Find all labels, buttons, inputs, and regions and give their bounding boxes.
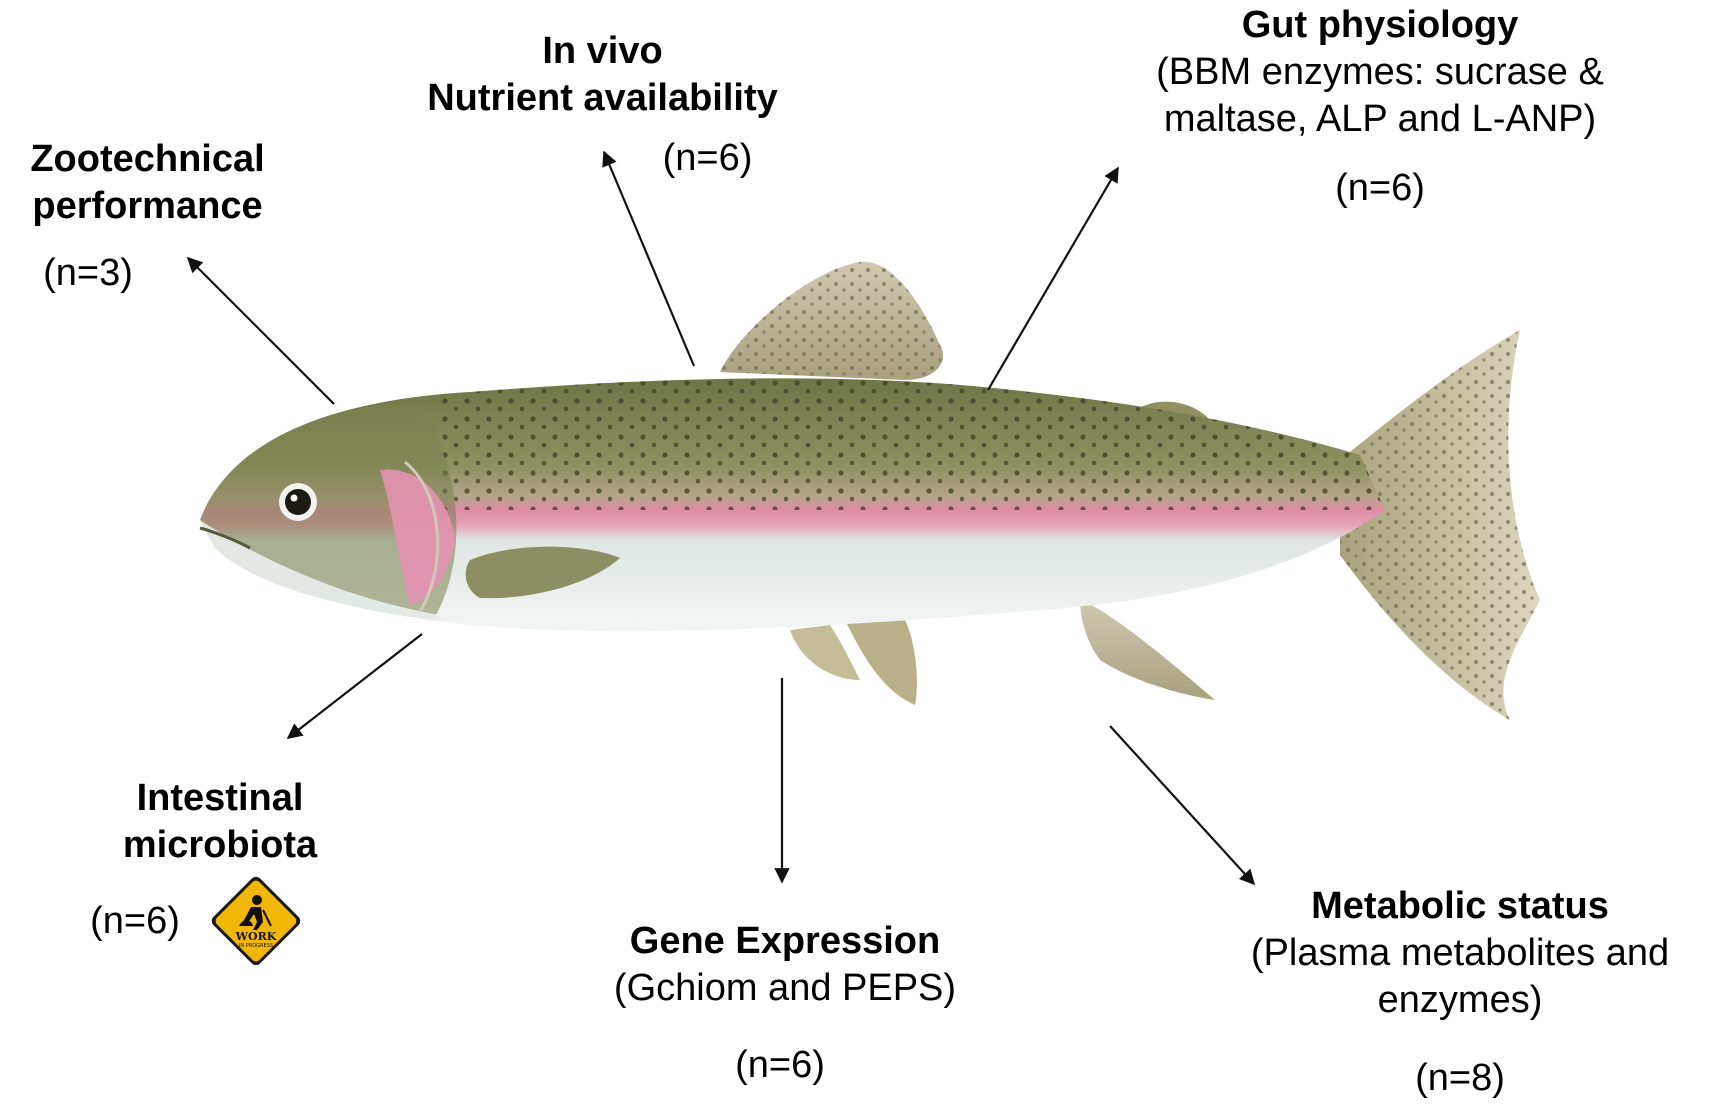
in-vivo-n: (n=6) (645, 135, 770, 182)
work-in-progress-sign-icon: WORK IN PROGRESS (205, 870, 307, 972)
sign-subtext: IN PROGRESS (205, 943, 307, 949)
label-zootechnical: Zootechnical performance (0, 136, 295, 230)
label-metabolic-status: Metabolic status (Plasma metabolites and… (1210, 883, 1710, 1024)
metabolic-n: (n=8) (1395, 1055, 1525, 1102)
zootechnical-n: (n=3) (28, 250, 148, 297)
label-intestinal-microbiota: Intestinal microbiota (100, 775, 340, 869)
intestinal-title-2: microbiota (100, 822, 340, 869)
metabolic-title: Metabolic status (1210, 883, 1710, 930)
arrow-intestinal-microbiota (288, 634, 422, 738)
in-vivo-title-2: Nutrient availability (390, 75, 815, 122)
gut-subtitle-1: (BBM enzymes: sucrase & (1080, 49, 1680, 96)
in-vivo-title-1: In vivo (390, 28, 815, 75)
gene-title: Gene Expression (565, 918, 1005, 965)
label-in-vivo: In vivo Nutrient availability (390, 28, 815, 122)
gut-title: Gut physiology (1080, 2, 1680, 49)
arrow-metabolic-status (1110, 726, 1254, 884)
gut-n: (n=6) (1310, 165, 1450, 212)
label-gut-physiology: Gut physiology (BBM enzymes: sucrase & m… (1080, 2, 1680, 143)
arrow-zootechnical (188, 258, 334, 404)
gene-subtitle: (Gchiom and PEPS) (565, 965, 1005, 1012)
metabolic-subtitle-2: enzymes) (1210, 977, 1710, 1024)
arrow-in-vivo (604, 152, 694, 366)
sign-text: WORK (205, 930, 307, 943)
metabolic-subtitle-1: (Plasma metabolites and (1210, 930, 1710, 977)
intestinal-title-1: Intestinal (100, 775, 340, 822)
label-gene-expression: Gene Expression (Gchiom and PEPS) (565, 918, 1005, 1012)
arrow-gut-physiology (988, 168, 1118, 390)
gene-n: (n=6) (715, 1042, 845, 1089)
gut-subtitle-2: maltase, ALP and L-ANP) (1080, 96, 1680, 143)
zootechnical-title-2: performance (0, 183, 295, 230)
zootechnical-title-1: Zootechnical (0, 136, 295, 183)
intestinal-n: (n=6) (75, 898, 195, 945)
